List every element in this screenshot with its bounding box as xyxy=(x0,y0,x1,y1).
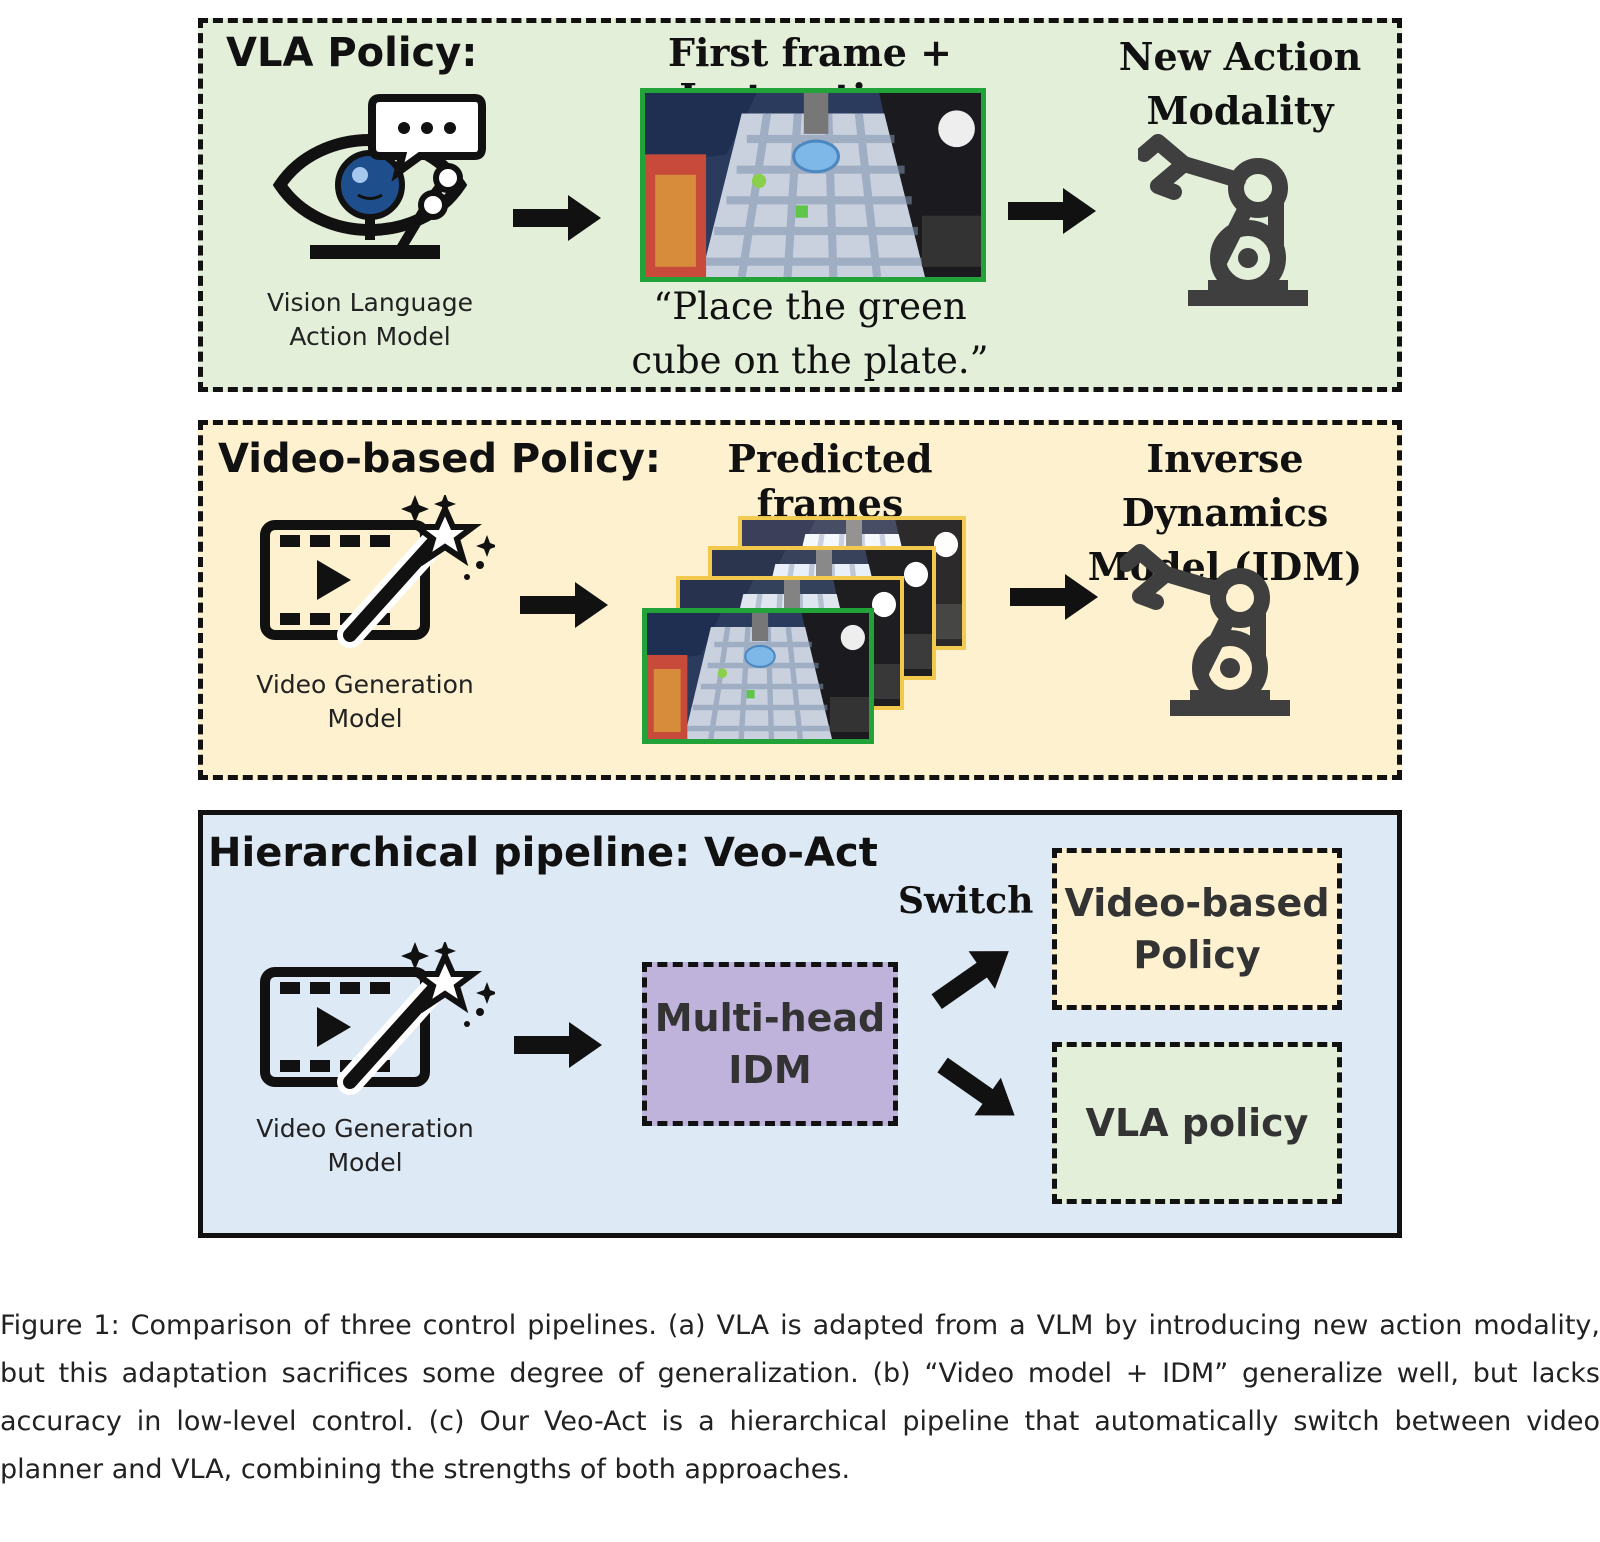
arrow-down-right-icon xyxy=(937,1057,1015,1116)
video-model-label-b-line2: Model xyxy=(327,704,403,733)
vla-model-label-line2: Action Model xyxy=(289,322,451,351)
first-frame-image xyxy=(640,88,986,282)
idm-heading: Inverse Dynamics Model (IDM) xyxy=(1050,432,1400,594)
video-model-label-c-line1: Video Generation xyxy=(256,1114,474,1143)
vla-policy-box: VLA policy xyxy=(1052,1042,1342,1204)
video-model-label-b-line1: Video Generation xyxy=(256,670,474,699)
vla-model-label-line1: Vision Language xyxy=(267,288,473,317)
instruction-line1: “Place the green xyxy=(653,285,967,328)
arrow-right-icon xyxy=(513,193,603,243)
video-magic-wand-icon xyxy=(255,942,495,1102)
frames-heading: Predicted frames xyxy=(727,436,933,526)
instruction-text: “Place the green cube on the plate.” xyxy=(600,280,1020,388)
arrow-up-right-icon xyxy=(931,951,1009,1010)
video-based-policy-box: Video-based Policy xyxy=(1052,848,1342,1010)
arrow-right-icon xyxy=(1010,572,1100,622)
idm-line2: IDM xyxy=(728,1048,812,1092)
vla-model-label: Vision Language Action Model xyxy=(240,286,500,354)
robot-arm-icon xyxy=(1120,540,1300,720)
multi-head-idm-box: Multi-head IDM xyxy=(642,962,898,1126)
idm-line1: Multi-head xyxy=(654,996,886,1040)
arrow-right-icon xyxy=(1008,186,1098,236)
video-model-label-c-line2: Model xyxy=(327,1148,403,1177)
panel-b-title: Video-based Policy: xyxy=(218,436,661,482)
robot-arm-icon xyxy=(1138,130,1318,310)
panel-a-title: VLA Policy: xyxy=(226,30,478,76)
vla-policy-label: VLA policy xyxy=(1085,1101,1309,1145)
video-model-label-c: Video Generation Model xyxy=(230,1112,500,1180)
output-heading-line1: New Action xyxy=(1118,34,1362,79)
first-frame-image-small xyxy=(642,608,874,744)
panel-c-title: Hierarchical pipeline: Veo-Act xyxy=(208,830,878,876)
figure-caption: Figure 1: Comparison of three control pi… xyxy=(0,1310,1600,1485)
arrow-right-icon xyxy=(514,1020,604,1070)
video-policy-line2: Policy xyxy=(1133,933,1261,977)
video-magic-wand-icon xyxy=(255,495,495,655)
vlm-eye-chat-icon xyxy=(272,94,486,259)
instruction-line2: cube on the plate.” xyxy=(631,339,989,382)
output-heading-line2: Modality xyxy=(1146,88,1334,133)
video-model-label-b: Video Generation Model xyxy=(230,668,500,736)
output-heading: New Action Modality xyxy=(1110,30,1370,138)
idm-heading-line1: Inverse Dynamics xyxy=(1121,436,1329,535)
video-policy-line1: Video-based xyxy=(1064,881,1330,925)
switch-label: Switch xyxy=(898,880,1034,922)
arrow-right-icon xyxy=(520,580,610,630)
